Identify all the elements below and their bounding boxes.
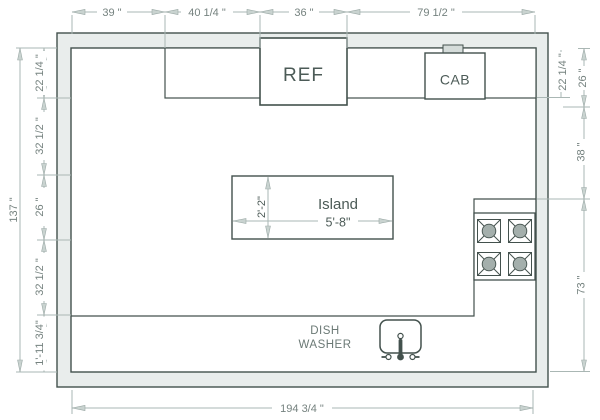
dim-top-2: 40 1/4 " [188, 7, 226, 19]
dim-top-3: 36 " [294, 7, 313, 19]
dim-right-2: 26 " [577, 68, 589, 87]
island-label: Island [318, 196, 358, 213]
burner-bottom-right [508, 252, 532, 276]
faucet-icon [381, 332, 420, 361]
dim-right-1: 22 1/4 " [557, 53, 569, 91]
dim-left-5: 1'-11 3/4" [34, 320, 46, 366]
refrigerator[interactable]: REF [259, 37, 348, 106]
dim-left-1: 22 1/4 " [34, 54, 46, 92]
burner-top-right [508, 219, 532, 243]
cabinet-handle [442, 44, 464, 54]
dim-left-3: 26 " [34, 197, 46, 216]
burner-top-left [477, 219, 501, 243]
dimension-label-backgrounds [33, 6, 589, 415]
island[interactable]: Island 5'-8" 2'-2" [231, 175, 394, 240]
dimension-labels: 39 " 40 1/4 " 36 " 79 1/2 " 194 3/4 " 13… [8, 7, 589, 415]
stove[interactable] [473, 212, 536, 281]
island-width-label: 5'-8" [326, 216, 351, 230]
island-depth-label: 2'-2" [256, 196, 268, 218]
dim-right-4: 73 " [576, 275, 588, 294]
dim-right-3: 38 " [576, 142, 588, 161]
dim-left-4: 32 1/2 " [34, 258, 46, 296]
dim-left-2: 32 1/2 " [34, 117, 46, 155]
refrigerator-label: REF [283, 65, 324, 86]
burner-bottom-left [477, 252, 501, 276]
dishwasher-label-line1: DISH [310, 325, 339, 337]
dim-left-overall: 137 " [8, 197, 20, 222]
dishwasher-label-line2: WASHER [298, 339, 351, 351]
dim-top-4: 79 1/2 " [417, 7, 455, 19]
sink[interactable] [379, 319, 422, 361]
cabinet-box[interactable] [424, 52, 486, 100]
dim-top-1: 39 " [102, 7, 121, 19]
cabinet-label: CAB [440, 72, 470, 88]
island-box[interactable] [231, 175, 394, 240]
island-dimension-arrows [232, 176, 393, 239]
cabinet[interactable]: CAB [424, 44, 486, 100]
refrigerator-box[interactable] [259, 37, 348, 106]
dim-bottom-overall: 194 3/4 " [280, 403, 324, 415]
island-width-label-bg [318, 214, 358, 228]
dishwasher[interactable]: DISH WASHER [298, 325, 351, 351]
